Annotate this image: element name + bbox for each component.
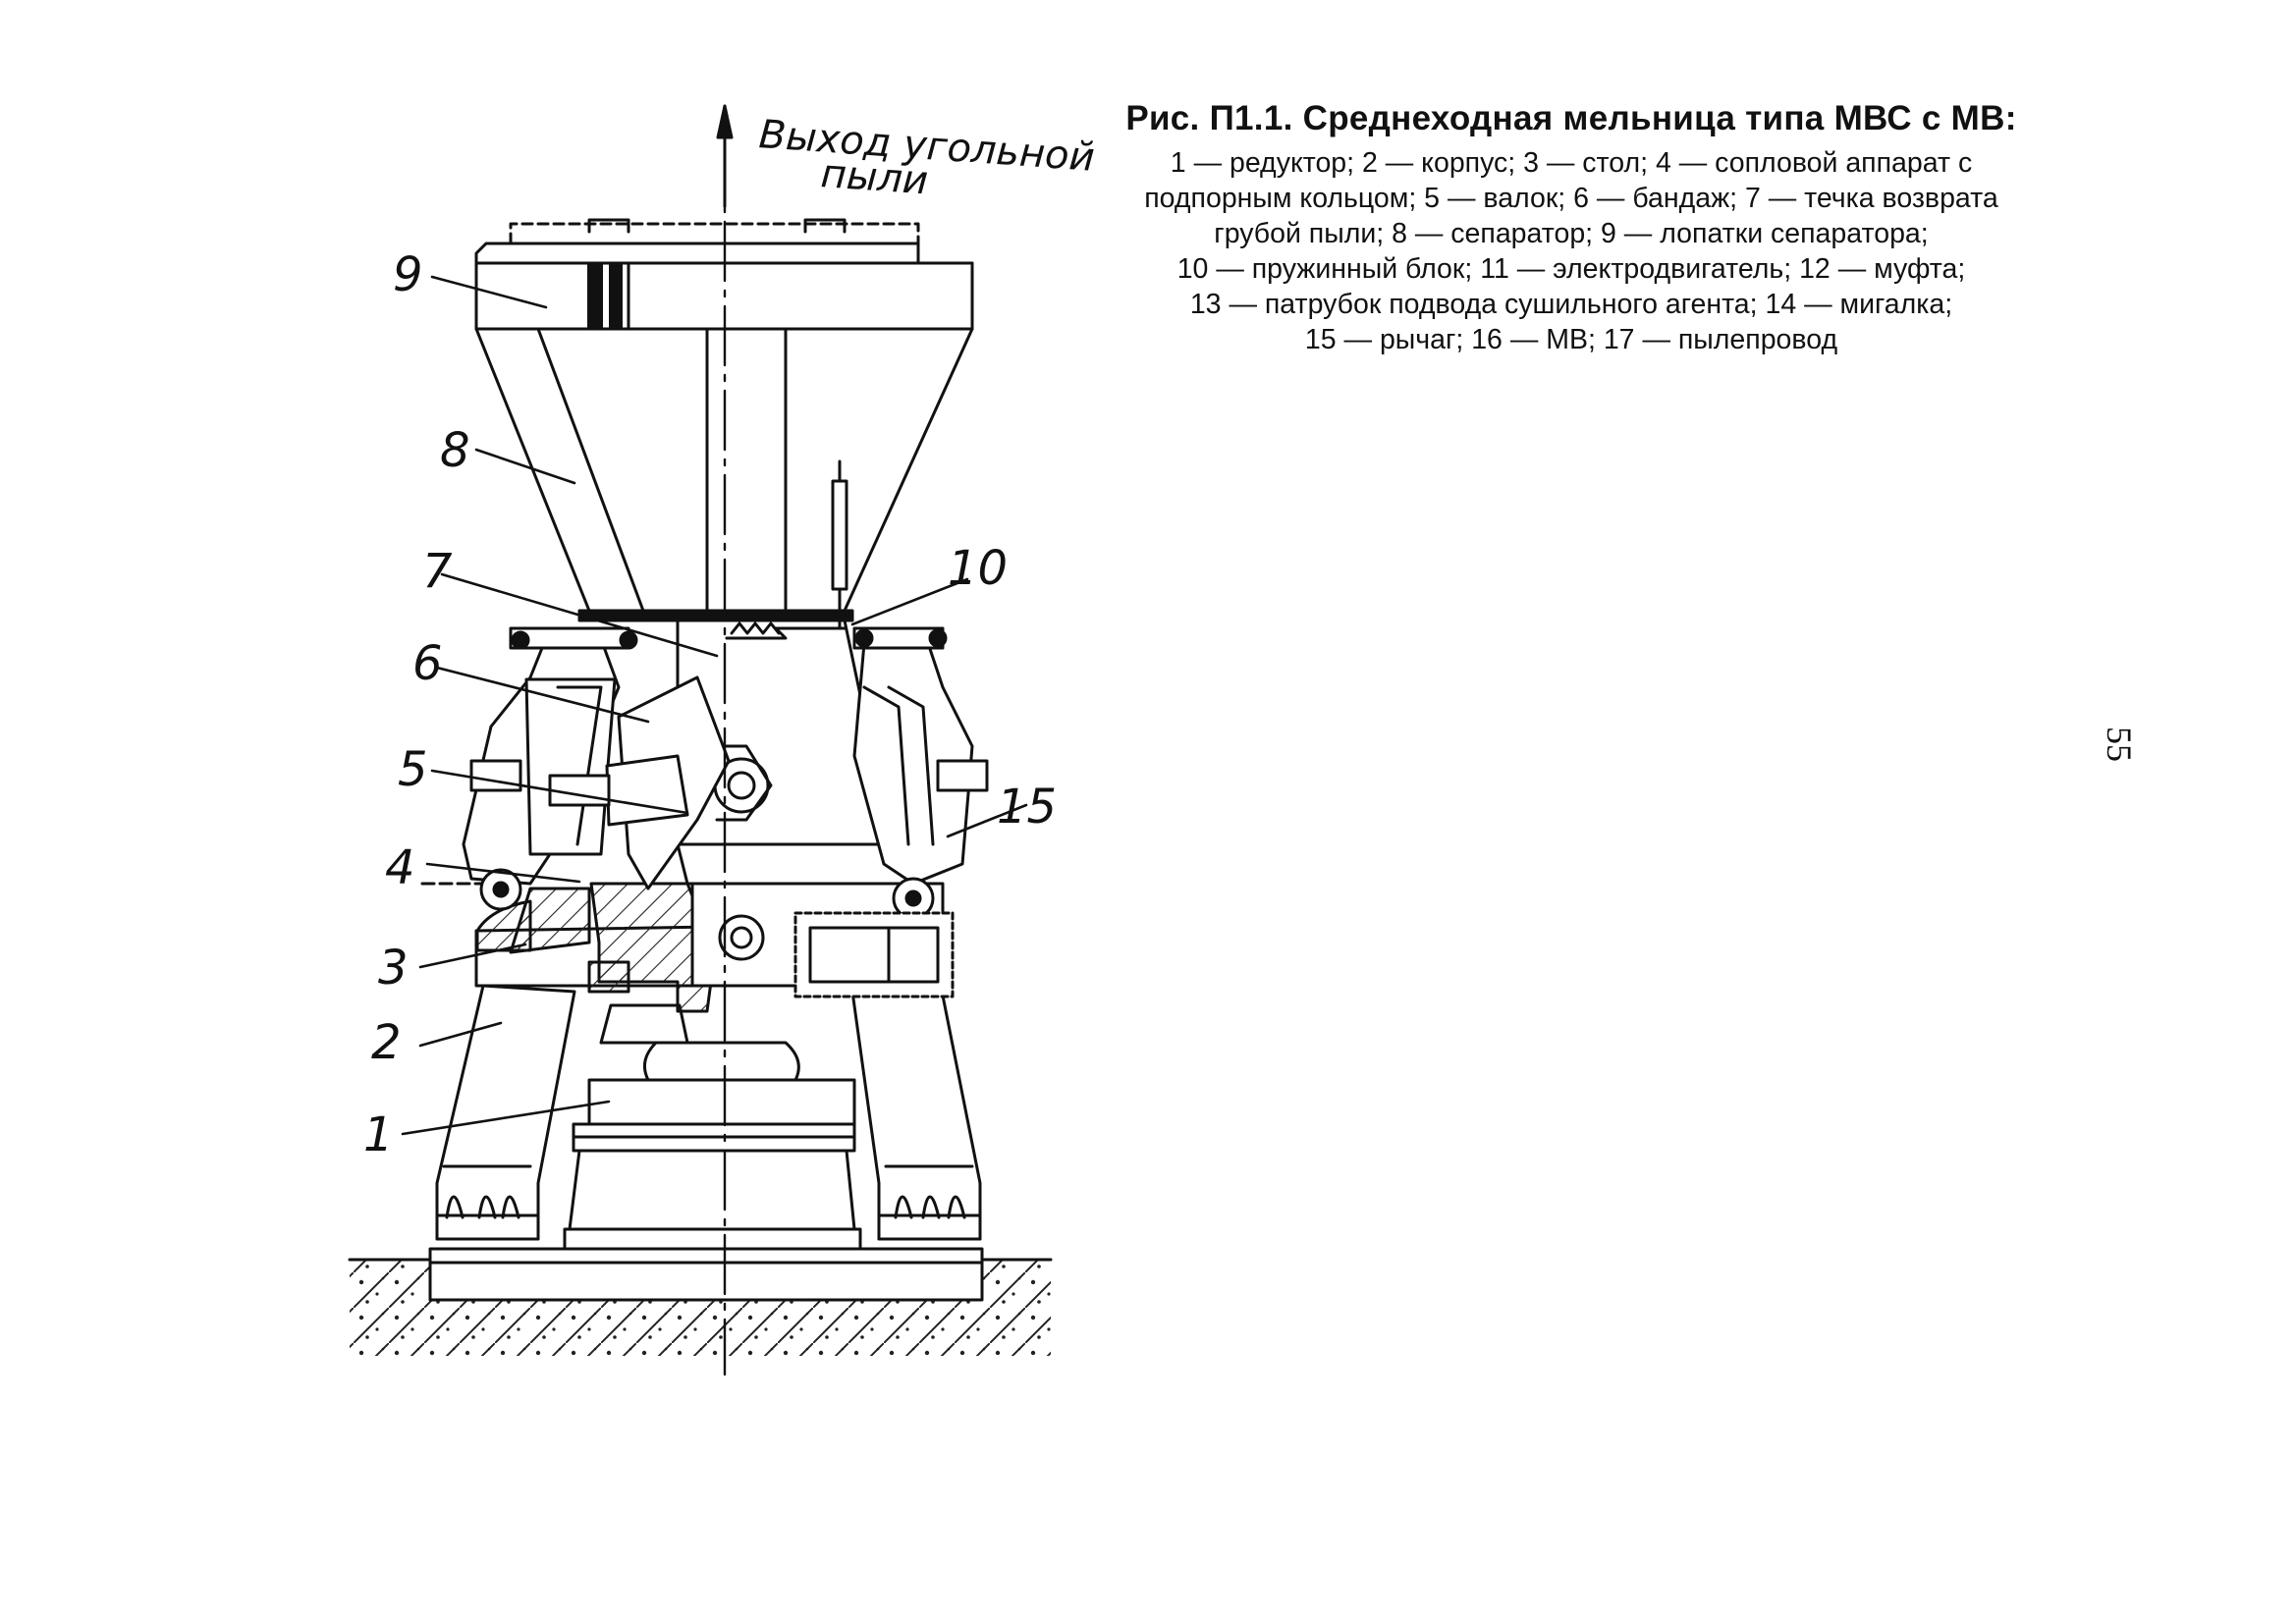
page-number: 55 (2100, 727, 2139, 762)
callout-9: 9 (393, 247, 423, 302)
caption-line: 15 — рычаг; 16 — МВ; 17 — пылепровод (1304, 324, 1838, 355)
callout-leaders (401, 275, 1028, 1136)
caption-line: 1 — редуктор; 2 — корпус; 3 — стол; 4 — … (1170, 147, 1973, 179)
caption-line: грубой пыли; 8 — сепаратор; 9 — лопатки … (1214, 218, 1929, 249)
return-chute (725, 459, 848, 640)
figure-caption: Рис. П1.1. Среднеходная мельница типа МВ… (1066, 96, 2077, 357)
caption-line: 10 — пружинный блок; 11 — электродвигате… (1176, 253, 1966, 285)
lever-right (793, 626, 989, 998)
callout-6: 6 (412, 636, 443, 691)
separator (474, 218, 974, 622)
center-axis (716, 104, 734, 1376)
callout-10: 10 (948, 541, 1008, 596)
callout-4: 4 (385, 840, 415, 895)
figure-labels: Выход угольной пыли 9 8 7 6 5 4 3 2 1 10… (363, 112, 1096, 1162)
foundation-ground (348, 1247, 1053, 1356)
output-label-line2: пыли (819, 151, 929, 204)
roller-assembly-left (420, 626, 731, 911)
caption-line: подпорным кольцом; 5 — валок; 6 — бандаж… (1144, 183, 1998, 214)
callout-8: 8 (440, 423, 470, 478)
caption-title: Рис. П1.1. Среднеходная мельница типа МВ… (1125, 99, 2017, 137)
callout-2: 2 (371, 1015, 402, 1070)
reducer (563, 1003, 862, 1251)
caption-legend: 1 — редуктор; 2 — корпус; 3 — стол; 4 — … (1066, 145, 2077, 357)
callout-1: 1 (363, 1107, 394, 1162)
callout-5: 5 (398, 742, 428, 797)
callout-3: 3 (378, 941, 409, 996)
caption-line: 13 — патрубок подвода сушильного агента;… (1189, 289, 1953, 320)
callout-15: 15 (997, 780, 1057, 835)
callout-7: 7 (422, 544, 453, 599)
grinding-table (475, 882, 717, 1013)
